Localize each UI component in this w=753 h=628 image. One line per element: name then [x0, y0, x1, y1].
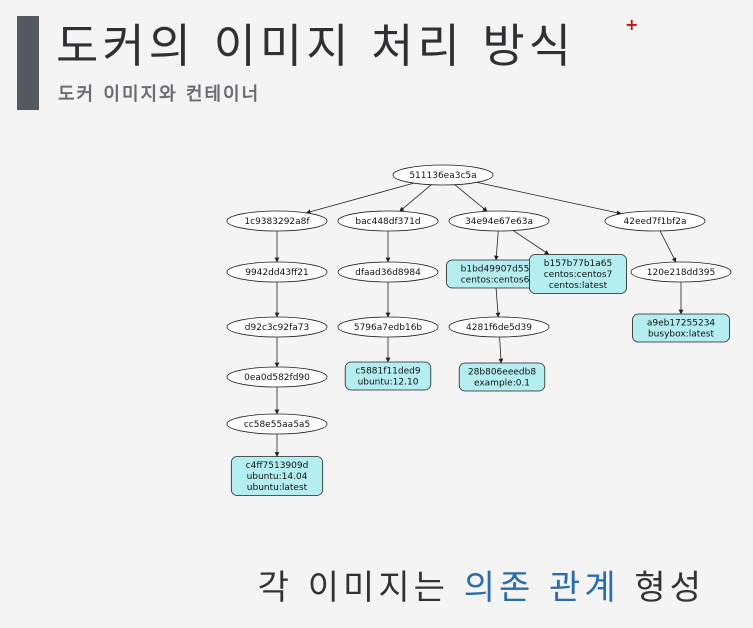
layer-node-ellipse	[392, 164, 494, 186]
image-id-label: 1c9383292a8f	[244, 217, 310, 227]
layer-node-ellipse	[448, 316, 550, 338]
image-layer-node: d92c3c92fa73	[226, 316, 328, 338]
image-id-label: 42eed7f1bf2a	[624, 217, 687, 227]
layer-node-ellipse	[630, 261, 732, 283]
dependency-edge	[513, 230, 550, 255]
caption-text-start: 각 이미지는	[257, 568, 464, 608]
image-layer-node: cc58e55aa5a5	[226, 413, 328, 435]
image-id-label: 34e94e67e63a	[465, 217, 533, 227]
layer-node-ellipse	[337, 210, 439, 232]
dependency-edge	[399, 184, 432, 212]
image-tag-label: example:0.1	[474, 379, 530, 389]
image-id-label: 9942dd43ff21	[245, 268, 308, 278]
image-layer-node: 34e94e67e63a	[448, 210, 550, 232]
slide-title: 도커의 이미지 처리 방식	[56, 19, 576, 73]
image-id-label: c4ff7513909d	[246, 461, 309, 471]
layer-node-ellipse	[226, 210, 328, 232]
image-layer-node: 4281f6de5d39	[448, 316, 550, 338]
image-id-label: 120e218dd395	[647, 268, 716, 278]
image-id-label: b1bd49907d55	[461, 265, 530, 275]
layer-node-ellipse	[226, 316, 328, 338]
image-tag-label: ubuntu:12.10	[358, 378, 419, 388]
image-id-label: bac448df371d	[355, 217, 420, 227]
caption-text-end: 형성	[619, 568, 705, 608]
dependency-edge	[498, 336, 504, 364]
image-layer-node: 42eed7f1bf2a	[604, 210, 706, 232]
dependency-edge	[305, 182, 414, 215]
image-id-label: 511136ea3c5a	[409, 171, 476, 181]
tagged-node-box	[632, 313, 731, 343]
layer-node-ellipse	[226, 413, 328, 435]
caption-highlight: 의존 관계	[463, 568, 620, 608]
layer-node-ellipse	[226, 366, 328, 388]
layer-node-ellipse	[448, 210, 550, 232]
layer-node-ellipse	[337, 316, 439, 338]
image-layer-node: 5796a7edb16b	[337, 316, 439, 338]
image-layer-node: 1c9383292a8f	[226, 210, 328, 232]
tagged-node-box	[344, 361, 432, 391]
dependency-edge	[495, 287, 501, 318]
layer-node-ellipse	[226, 261, 328, 283]
slide-subtitle: 도커 이미지와 컨테이너	[58, 84, 261, 105]
image-id-label: c5881f11ded9	[355, 367, 420, 377]
tagged-node-box	[230, 456, 324, 496]
image-layer-node: dfaad36d8984	[337, 261, 439, 283]
title-accent-bar	[17, 16, 39, 110]
image-id-label: d92c3c92fa73	[245, 323, 309, 333]
slide-caption: 각 이미지는 의존 관계 형성	[258, 560, 705, 609]
layer-node-ellipse	[604, 210, 706, 232]
graph-edges	[274, 181, 684, 457]
image-id-label: 5796a7edb16b	[354, 323, 423, 333]
image-id-label: dfaad36d8984	[355, 268, 421, 278]
image-tag-label: centos:centos6	[461, 276, 530, 286]
image-id-label: a9eb17255234	[647, 319, 716, 329]
dependency-edge	[659, 230, 677, 263]
tagged-node-box	[458, 362, 546, 392]
image-id-label: 28b806eeedb8	[468, 368, 536, 378]
dependency-edge	[454, 184, 488, 212]
layer-node-ellipse	[337, 261, 439, 283]
image-layer-node: 9942dd43ff21	[226, 261, 328, 283]
image-id-label: cc58e55aa5a5	[244, 420, 310, 430]
graph-nodes: 511136ea3c5a 1c9383292a8f bac448df371d 34e9…	[226, 164, 732, 496]
image-tag-label: ubuntu:latest	[247, 483, 308, 493]
image-id-label: b157b77b1a65	[544, 259, 612, 269]
image-id-label: 4281f6de5d39	[466, 323, 532, 333]
image-tag-label: ubuntu:14.04	[247, 472, 308, 482]
image-layer-node: 0ea0d582fd90	[226, 366, 328, 388]
image-layer-node: bac448df371d	[337, 210, 439, 232]
dependency-edge	[493, 230, 499, 261]
image-layer-node: 511136ea3c5a	[392, 164, 494, 186]
image-tag-label: centos:latest	[549, 281, 608, 291]
image-id-label: 0ea0d582fd90	[244, 373, 310, 383]
image-layer-node: 120e218dd395	[630, 261, 732, 283]
image-tag-label: centos:centos7	[544, 270, 613, 280]
image-tag-label: busybox:latest	[648, 330, 715, 340]
tagged-node-box	[529, 254, 628, 294]
plus-marker-icon: +	[625, 15, 639, 34]
dependency-edge	[476, 181, 622, 216]
